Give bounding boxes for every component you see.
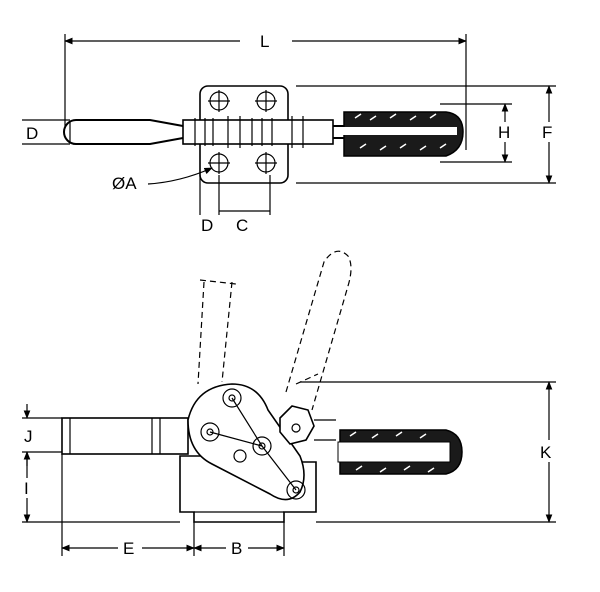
side-plunger xyxy=(61,417,189,455)
dim-E-label: E xyxy=(123,539,134,558)
plunger-body xyxy=(182,119,334,145)
handle-open-position-2 xyxy=(285,250,352,411)
top-view: L D H F ØA D C xyxy=(22,32,556,235)
dim-I-label: I xyxy=(24,479,29,498)
dim-J-label: J xyxy=(24,427,33,446)
dim-H-label: H xyxy=(498,123,510,142)
dim-L-label: L xyxy=(260,32,269,51)
dim-D-top-label: D xyxy=(26,124,38,143)
dim-C-label: C xyxy=(236,216,248,235)
dim-K-label: K xyxy=(540,443,552,462)
dim-A-label: ØA xyxy=(112,174,137,193)
dim-D-bottom-label: D xyxy=(201,216,213,235)
handle-open-position xyxy=(197,279,237,385)
dim-B-label: B xyxy=(231,539,242,558)
plunger-shaft xyxy=(76,119,184,145)
handle-nut xyxy=(279,405,315,445)
dim-F-label: F xyxy=(542,123,552,142)
side-view: J I K E B xyxy=(22,250,556,558)
